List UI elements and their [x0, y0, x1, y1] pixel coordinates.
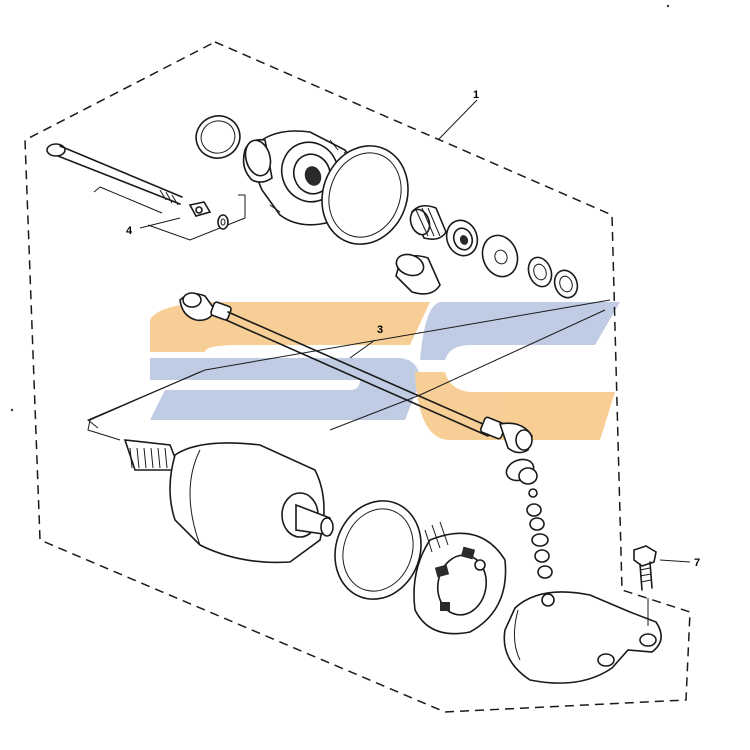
assembly-boundary: [24, 41, 691, 713]
brush-holder: [413, 521, 507, 635]
o-ring-top: [195, 115, 241, 159]
needle-bearing: [409, 204, 447, 240]
yoke-o-ring: [334, 500, 422, 600]
callout-1-leader: [437, 99, 478, 141]
callout-4-label: 4: [126, 225, 133, 237]
clutch-cylinder: [395, 253, 441, 295]
lead-wire: [179, 292, 533, 454]
large-seal-ring: [321, 145, 409, 245]
watermark-c-top: [420, 302, 620, 360]
thin-washer-1: [527, 256, 553, 288]
armature: [123, 439, 334, 564]
callout-3-label: 3: [377, 324, 383, 336]
callout-1-label: 1: [473, 89, 479, 101]
through-bolt: [46, 143, 183, 206]
scan-speck: [10, 408, 14, 412]
armature-bracket: [87, 371, 201, 441]
watermark-c-bottom: [415, 372, 615, 440]
thin-washer-2: [553, 269, 579, 299]
rear-end-cap: [503, 591, 662, 684]
watermark-s-bottom: [150, 358, 420, 420]
callout-4-leader: [139, 217, 181, 229]
callout-3-leader: [349, 339, 376, 359]
ball-bearing: [445, 219, 479, 257]
mount-bolt: [633, 545, 657, 626]
terminal-nut-stack: [505, 458, 553, 579]
callout-7-label: 7: [694, 557, 700, 569]
thick-washer: [481, 234, 519, 278]
scan-speck: [666, 4, 670, 8]
bolt-kit-bracket: [93, 186, 246, 241]
small-washer: [217, 214, 229, 230]
callout-7-leader: [659, 559, 691, 563]
square-nut: [188, 201, 212, 217]
watermark-logo: [150, 301, 620, 440]
